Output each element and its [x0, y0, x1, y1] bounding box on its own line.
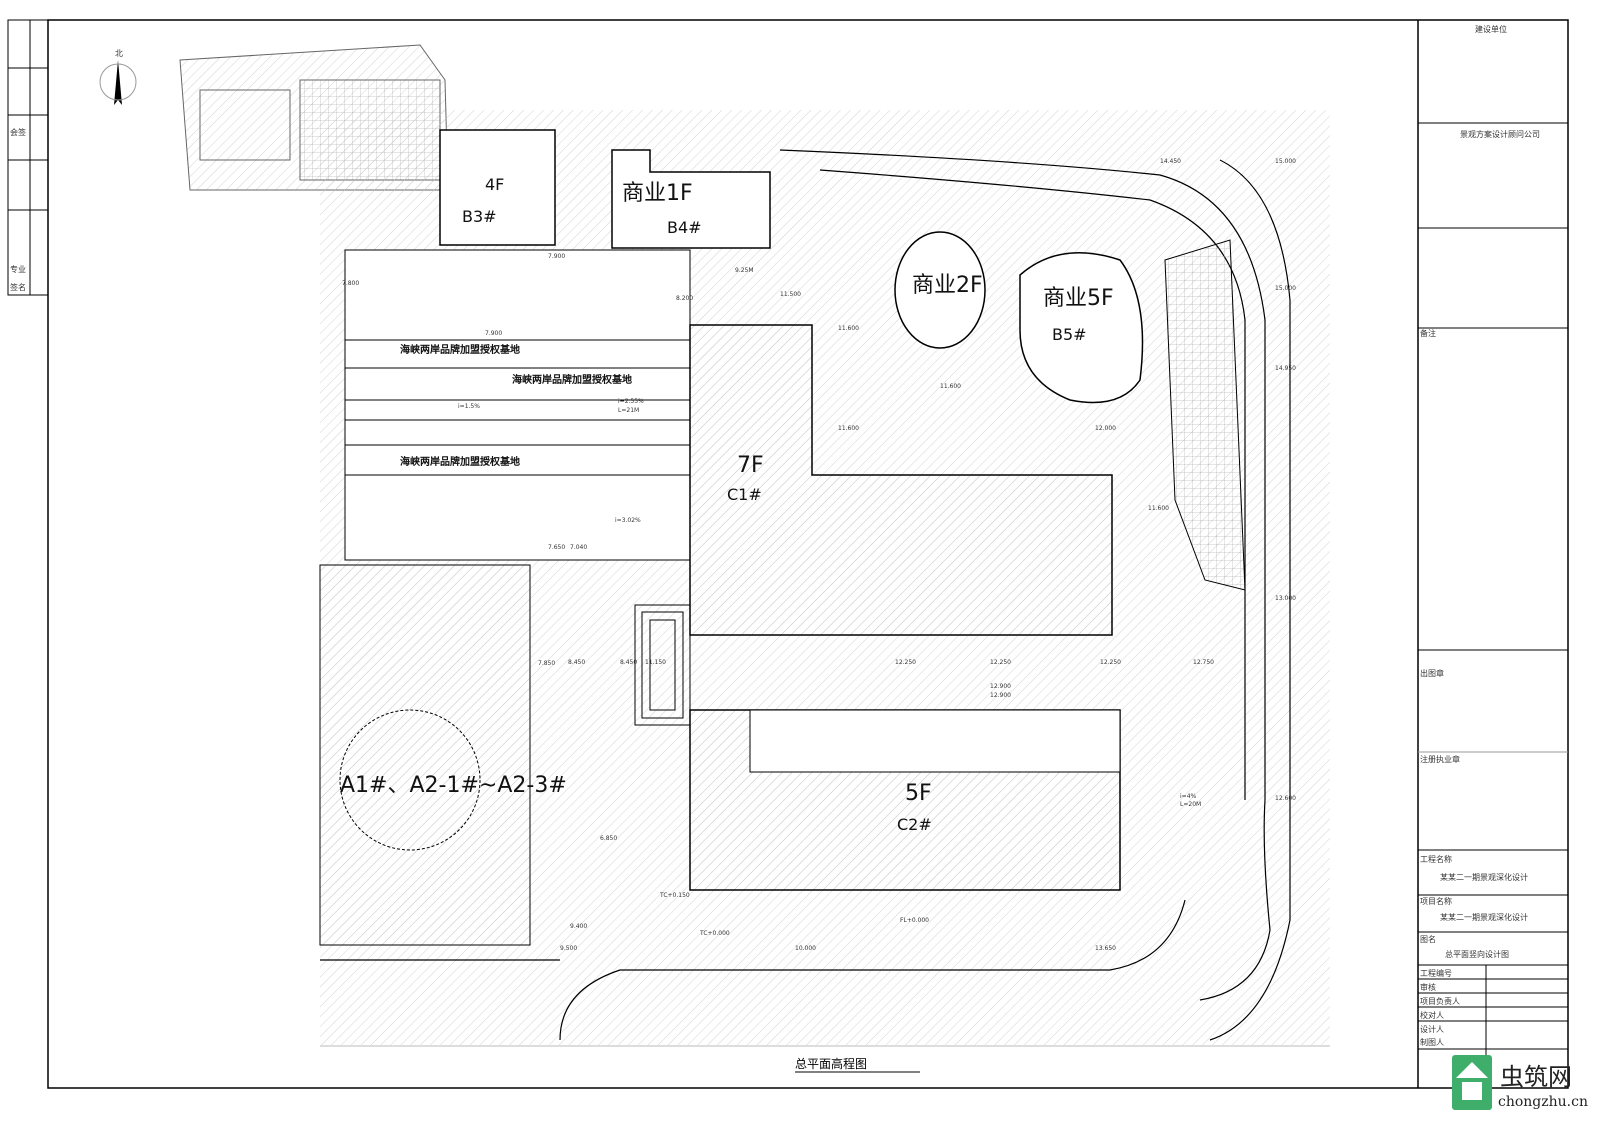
countersign-label: 会签 — [10, 127, 26, 137]
building-b5: 商业2F 商业5F B5# — [894, 231, 1144, 404]
svg-text:5F: 5F — [905, 781, 932, 806]
elevation-label: 8.200 — [676, 295, 693, 302]
elevation-label: TC+0.150 — [659, 892, 690, 899]
elevation-label: L=21M — [618, 407, 639, 414]
signage-text: 海峡两岸品牌加盟授权基地 — [400, 455, 520, 468]
title-row: 制图人 — [1420, 1037, 1444, 1047]
elevation-label: 9.400 — [570, 923, 587, 930]
title-row: 工程编号 — [1420, 968, 1452, 978]
svg-text:虫筑网: 虫筑网 — [1500, 1063, 1572, 1091]
elevation-label: 12.250 — [990, 659, 1011, 666]
drawing-frame — [47, 19, 1569, 1089]
signature-label: 签名 — [10, 282, 26, 292]
client-label: 建设单位 — [1475, 24, 1507, 34]
elevation-label: 11.500 — [780, 291, 801, 298]
elevation-label: 13.000 — [1275, 595, 1296, 602]
svg-text:B4#: B4# — [667, 218, 702, 237]
elevation-label: 9.25M — [735, 267, 754, 274]
elevation-label: 6.850 — [600, 835, 617, 842]
reg-stamp-label: 注册执业章 — [1420, 754, 1460, 764]
elevation-label: 8.450 — [620, 659, 637, 666]
left-signature-strip: 会签 专业 签名 — [7, 19, 49, 296]
svg-text:北: 北 — [115, 49, 123, 58]
building-c2: 5F C2# — [689, 709, 1121, 891]
drawing-name: 总平面竖向设计图 — [1445, 949, 1509, 959]
elevation-label: 11.600 — [838, 425, 859, 432]
title-row: 项目负责人 — [1420, 996, 1460, 1006]
drawing-label: 图名 — [1420, 934, 1436, 944]
elevation-label: 12.900 — [990, 692, 1011, 699]
elevation-label: TC+0.000 — [699, 930, 730, 937]
title-row: 审核 — [1420, 982, 1436, 992]
elevation-label: 8.450 — [568, 659, 585, 666]
elevation-label: i=4% — [1180, 793, 1197, 800]
svg-text:C2#: C2# — [897, 815, 932, 834]
elevation-label: 11.600 — [940, 383, 961, 390]
elevation-label: 11.600 — [838, 325, 859, 332]
stairs — [634, 604, 691, 726]
elevation-label: 7.040 — [570, 544, 587, 551]
elevation-label: 13.650 — [1095, 945, 1116, 952]
item-name: 某某二一期景观深化设计 — [1440, 912, 1528, 922]
building-b4: 商业1F B4# — [611, 149, 771, 249]
elevation-label: 15.000 — [1275, 285, 1296, 292]
plaza-signage-area: 海峡两岸品牌加盟授权基地 海峡两岸品牌加盟授权基地 海峡两岸品牌加盟授权基地 — [344, 249, 691, 561]
elevation-label: 12.000 — [1095, 425, 1116, 432]
svg-text:chongzhu.cn: chongzhu.cn — [1498, 1094, 1588, 1110]
project-label: 工程名称 — [1420, 854, 1452, 864]
title-block: 建设单位 景观方案设计顾问公司 备注 出图章 注册执业章 工程名称 某某二一期景… — [1418, 24, 1568, 1088]
elevation-label: 11.150 — [645, 659, 666, 666]
elevation-label: 11.600 — [1148, 505, 1169, 512]
svg-text:7F: 7F — [737, 453, 764, 478]
elevation-label: 12.250 — [895, 659, 916, 666]
discipline-label: 专业 — [10, 264, 26, 274]
elevation-label: i=2.55% — [618, 398, 644, 405]
north-arrow: 北 — [99, 49, 137, 105]
elevation-label: 14.450 — [1160, 158, 1181, 165]
elevation-label: 7.900 — [485, 330, 502, 337]
remarks-label: 备注 — [1420, 328, 1436, 338]
elevation-label: 12.900 — [990, 683, 1011, 690]
svg-text:A1#、A2-1#~A2-3#: A1#、A2-1#~A2-3# — [340, 773, 567, 798]
elevation-label: 12.600 — [1275, 795, 1296, 802]
svg-text:B5#: B5# — [1052, 325, 1087, 344]
elevation-label: i=1.5% — [458, 403, 480, 410]
svg-text:4F: 4F — [485, 175, 504, 194]
elevation-label: 12.250 — [1100, 659, 1121, 666]
building-b3: 4F B3# — [439, 129, 556, 246]
title-row: 校对人 — [1420, 1010, 1444, 1020]
item-label: 项目名称 — [1420, 896, 1452, 906]
elevation-label: 15.000 — [1275, 158, 1296, 165]
elevation-label: 10.000 — [795, 945, 816, 952]
elevation-label: FL+0.000 — [900, 917, 929, 924]
elevation-label: L=20M — [1180, 801, 1201, 808]
elevation-label: 12.750 — [1193, 659, 1214, 666]
svg-text:商业5F: 商业5F — [1043, 286, 1114, 311]
signage-text: 海峡两岸品牌加盟授权基地 — [512, 373, 632, 386]
title-row: 设计人 — [1420, 1024, 1444, 1034]
elevation-label: 7.800 — [342, 280, 359, 287]
svg-text:C1#: C1# — [727, 485, 762, 504]
building-a: A1#、A2-1#~A2-3# — [319, 564, 567, 946]
svg-text:B3#: B3# — [462, 207, 497, 226]
elevation-label: 14.950 — [1275, 365, 1296, 372]
elevation-labels: 7.800 7.900 7.900 8.200 9.25M 11.500 11.… — [342, 158, 1296, 952]
svg-text:商业2F: 商业2F — [912, 273, 983, 298]
svg-text:商业1F: 商业1F — [622, 181, 693, 206]
watermark-logo: 虫筑网 chongzhu.cn — [1452, 1055, 1588, 1110]
drawing-title: 总平面高程图 — [795, 1056, 867, 1071]
elevation-label: 7.900 — [548, 253, 565, 260]
elevation-label: i=3.02% — [615, 517, 641, 524]
elevation-label: 7.850 — [538, 660, 555, 667]
stamp-label: 出图章 — [1420, 668, 1444, 678]
signage-text: 海峡两岸品牌加盟授权基地 — [400, 343, 520, 356]
project-name: 某某二一期景观深化设计 — [1440, 872, 1528, 882]
paving-grid — [1164, 239, 1246, 591]
elevation-label: 9.500 — [560, 945, 577, 952]
elevation-label: 7.650 — [548, 544, 565, 551]
designer-name: 景观方案设计顾问公司 — [1460, 129, 1540, 139]
